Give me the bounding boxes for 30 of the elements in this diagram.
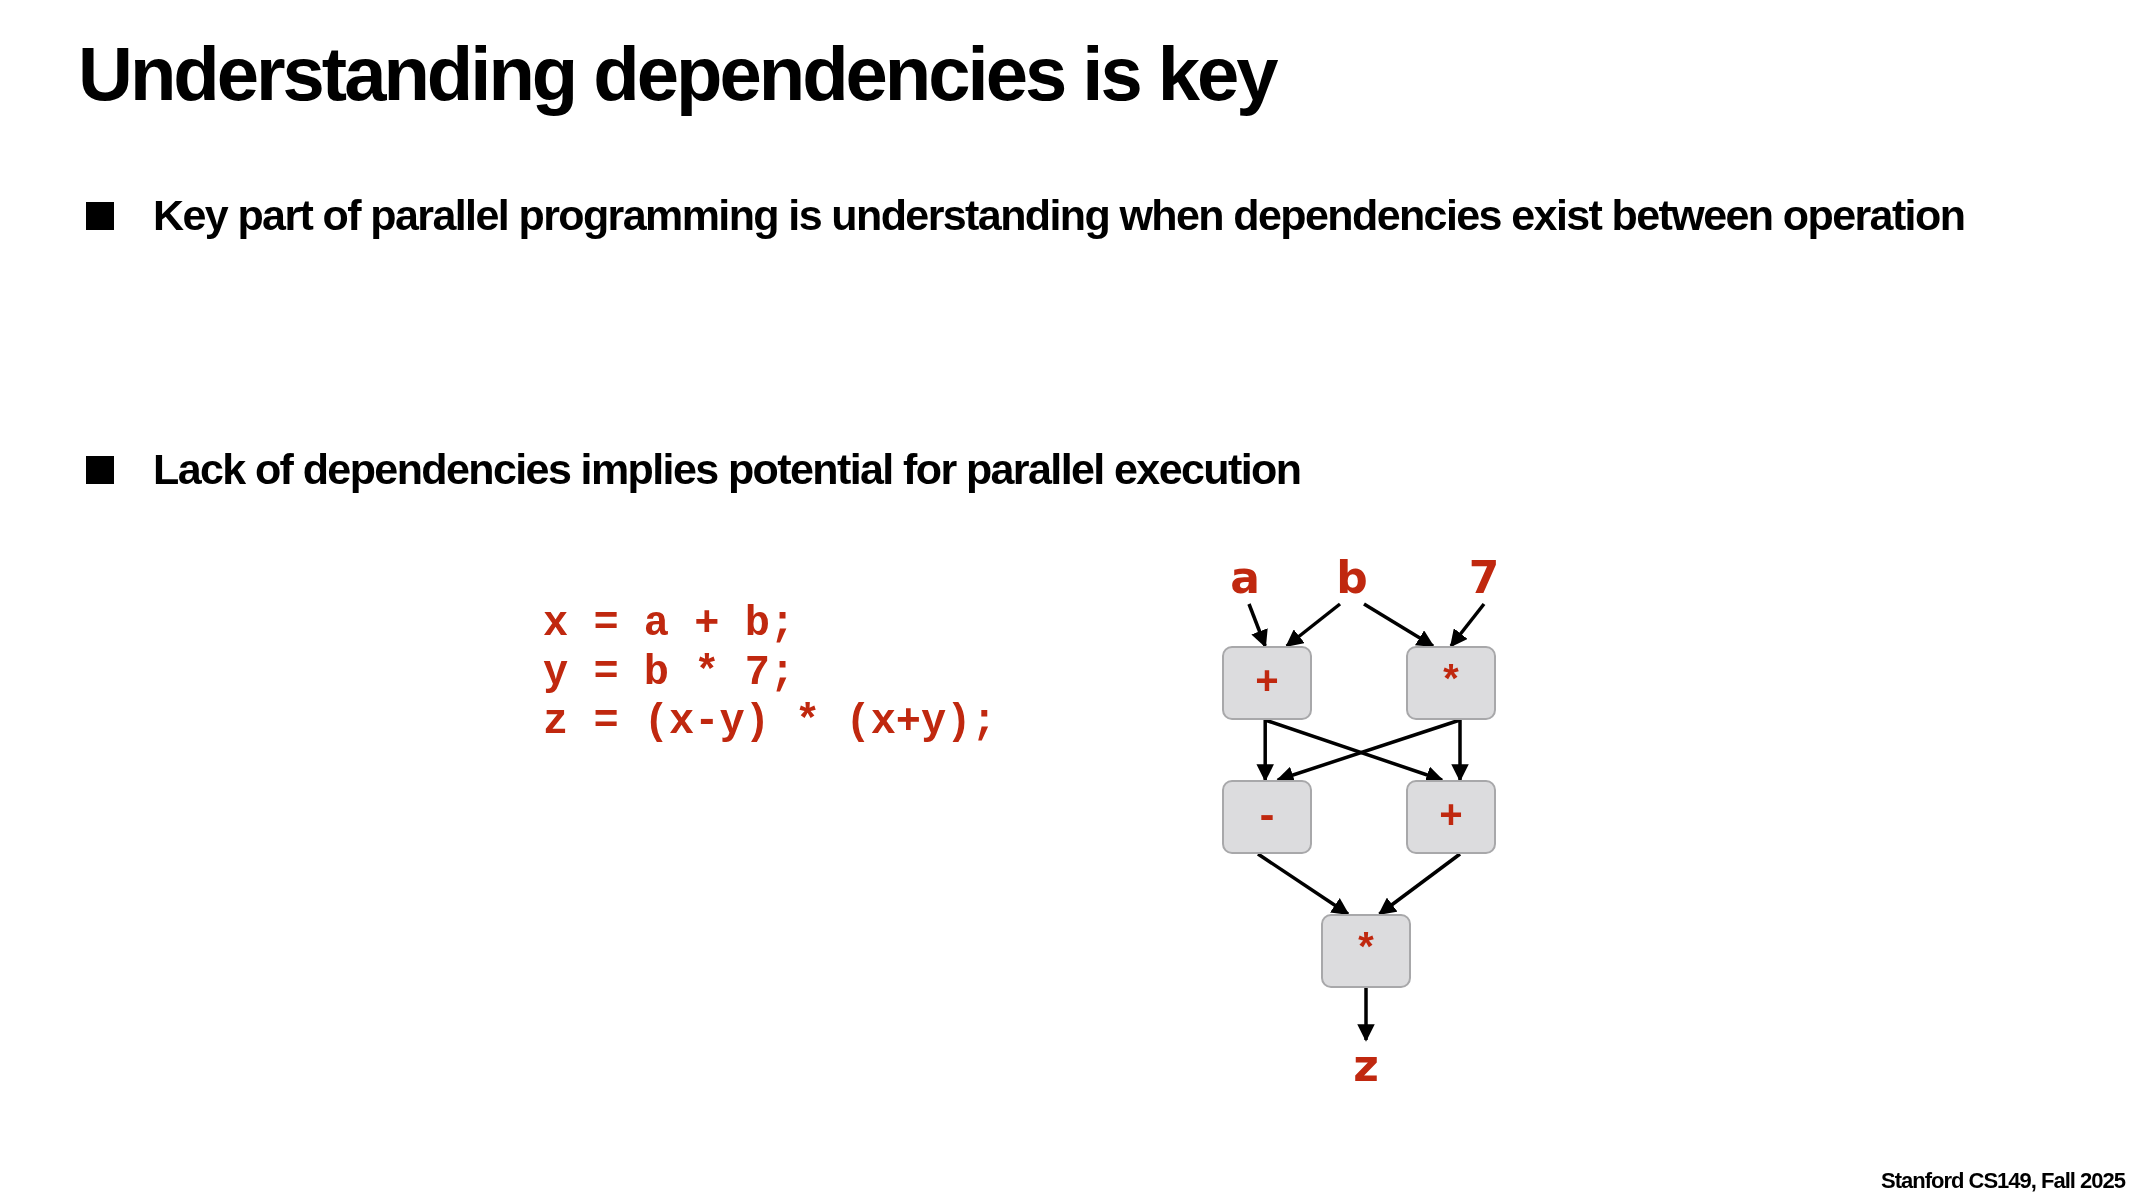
arrow: [1363, 602, 1435, 648]
operator-symbol: *: [1439, 660, 1463, 706]
operation-box: [1406, 780, 1496, 854]
arrow: [1256, 720, 1274, 782]
operation-box: [1222, 646, 1312, 720]
arrow: [1451, 720, 1469, 782]
arrow: [1357, 988, 1375, 1042]
arrow: [1247, 603, 1268, 648]
operator-symbol: +: [1255, 660, 1279, 706]
operator-symbol: +: [1439, 794, 1463, 840]
code-line: y = b * 7;: [543, 649, 796, 698]
slide-title: Understanding dependencies is key: [78, 30, 1276, 117]
footer-text: Stanford CS149, Fall 2025: [1881, 1168, 2125, 1194]
variable-label: 7: [1468, 556, 1500, 600]
variable-label: b: [1336, 556, 1368, 600]
operation-box: [1321, 914, 1411, 988]
arrow: [1285, 602, 1342, 648]
operation-box: [1222, 780, 1312, 854]
arrow: [1257, 852, 1350, 916]
arrow: [1449, 602, 1486, 648]
code-line: z = (x-y) * (x+y);: [543, 698, 997, 747]
operator-symbol: *: [1354, 928, 1378, 974]
bullet-text: Lack of dependencies implies potential for parallel execution: [153, 444, 1302, 495]
variable-label: a: [1230, 556, 1260, 600]
variable-label: z: [1353, 1044, 1379, 1088]
arrow: [1378, 852, 1462, 916]
bullet-text: Key part of parallel programming is understanding when dependencies exist between operation: [153, 190, 1966, 241]
code-line: x = a + b;: [543, 600, 796, 649]
operation-box: [1406, 646, 1496, 720]
operator-symbol: -: [1255, 794, 1279, 840]
